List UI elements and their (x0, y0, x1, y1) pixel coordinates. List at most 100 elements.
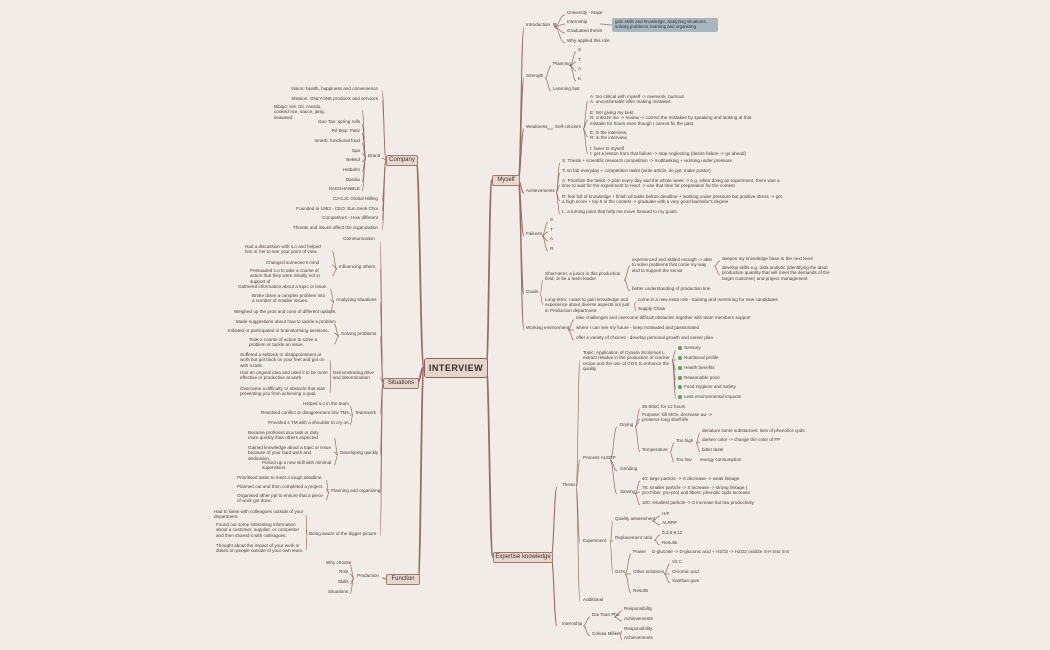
teamwork-item[interactable]: Provided s TM with a shoulder to cry on. (268, 420, 350, 425)
responsibility-item[interactable]: Responsibility (624, 606, 653, 611)
brand-item[interactable]: Gao Tae: spring rolls (317, 119, 360, 124)
brand-item[interactable]: Rẻ Đẹp: Patiz (331, 128, 360, 133)
quickly-node[interactable]: Developing quickly (340, 450, 379, 455)
branch-company[interactable]: Company (386, 155, 418, 166)
solving-node[interactable]: Solving problems (341, 331, 377, 336)
function-item[interactable]: Situations (328, 589, 349, 594)
intro-item[interactable]: Internship (567, 19, 588, 24)
achievements-node[interactable]: Achievements (526, 188, 555, 193)
achievement-item[interactable]: L: a turning point that help me move for… (562, 209, 678, 214)
quality-item[interactable]: ALRRP (662, 520, 678, 525)
intern-place[interactable]: Colusa Miliket (592, 631, 621, 636)
weakness-item[interactable]: A: too critical with myself -> overwork,… (590, 94, 684, 105)
brand-item[interactable]: Beksul (346, 157, 360, 162)
intro-node[interactable]: Introduction (526, 22, 551, 27)
influencing-node[interactable]: Influencing others (339, 264, 376, 269)
achievements-item[interactable]: Achievements (624, 635, 653, 640)
company-founded[interactable]: Founded in 1953 - CEO: Eun Seok Choi (296, 206, 378, 211)
company-vision[interactable]: Vision: health, happiness and convenienc… (290, 86, 378, 91)
teamwork-item[interactable]: Helped s.o in the team (303, 401, 349, 406)
benefit-item[interactable]: Nutritional profile (678, 355, 718, 360)
replacement-node[interactable]: Replacement ratio (615, 535, 653, 540)
working-env-node[interactable]: Working environment (526, 325, 570, 330)
analyzing-item[interactable]: Weighed up the pros and cons of differen… (234, 309, 337, 314)
temperature-node[interactable]: Temperature (642, 447, 668, 452)
star-item[interactable]: A (550, 236, 554, 241)
intern-place[interactable]: Dai Toan Phu (592, 612, 620, 617)
planning-org-node[interactable]: Planning and organizing (331, 488, 381, 493)
thesis-node[interactable]: Thesis (562, 482, 576, 487)
influencing-item[interactable]: Persuaded s.o to take a course of action… (250, 268, 320, 284)
company-competitors[interactable]: Competitors - How different (322, 215, 378, 220)
planning-node[interactable]: Planning (553, 61, 571, 66)
weakness-item[interactable]: E: Not giving my best R: criticize me ->… (590, 110, 752, 126)
achievement-item[interactable]: A: Prioritize the tasks -> plan every da… (562, 178, 780, 189)
too-high-node[interactable]: Too high (676, 438, 694, 443)
short-term-item[interactable]: experienced and skilled enough -> able t… (632, 257, 713, 273)
function-item[interactable]: Role (339, 569, 349, 574)
learning-fast-node[interactable]: Learning fast (553, 86, 580, 91)
star-item[interactable]: S (550, 217, 554, 222)
drying-node[interactable]: Drying (620, 422, 634, 427)
stak-item[interactable]: S (578, 47, 582, 52)
brand-node[interactable]: Brand (368, 153, 381, 158)
grinding-node[interactable]: Grinding (620, 466, 638, 471)
long-term-item[interactable]: come in a new extra role - training and … (638, 297, 778, 302)
sieving-node[interactable]: Sieving (620, 489, 636, 494)
planning-item[interactable]: Organised other ppl to ensure that a pie… (237, 493, 323, 504)
short-term-goal[interactable]: Short-term: a junior in this production … (545, 271, 621, 282)
env-item[interactable]: take challenges and overcome difficult o… (576, 315, 751, 320)
drive-item[interactable]: Had an original idea and used it to be m… (240, 370, 328, 381)
drying-item[interactable]: Purpose: kill MOs, decrease aw -> preser… (642, 412, 713, 423)
function-item[interactable]: Why choose (326, 560, 352, 565)
weakness-item[interactable]: I: fairer to myself I: get a lesson from… (590, 146, 747, 157)
intro-item[interactable]: Graduated thesis (567, 28, 602, 33)
intro-item[interactable]: University - Major (567, 10, 603, 15)
experiment-node[interactable]: Experiment (583, 538, 607, 543)
analyzing-item[interactable]: Broke down a complex problem into a numb… (252, 293, 326, 304)
brand-item[interactable]: Spa (351, 148, 360, 153)
weakness-item[interactable]: E: in the interview, R: in the interview… (590, 130, 628, 141)
achievement-item[interactable]: R: feel full of knowledge + finish all t… (562, 194, 782, 205)
benefit-item[interactable]: Health benefits (678, 365, 715, 370)
solving-item[interactable]: Initiated or participated in brainstormi… (228, 328, 329, 333)
benefit-item[interactable]: Food Hygiene and Safety (678, 384, 736, 389)
teamwork-item[interactable]: Resolved conflict or disagreement b/w TM… (261, 410, 351, 415)
bigger-item[interactable]: Thought about the impact of your work or… (216, 543, 304, 554)
drive-item[interactable]: Overcame a difficulty or obstacle that w… (240, 386, 325, 397)
goals-node[interactable]: Goals (526, 289, 539, 294)
other-solutions-item[interactable]: Chromic acid (672, 569, 699, 574)
power-item[interactable]: D-glucose -> D-gluconic acid + H2O2 -> H… (652, 549, 790, 554)
stak-item[interactable]: T (578, 57, 581, 62)
company-mission[interactable]: Mission: ONLYONE products and services (291, 96, 378, 101)
quickly-item[interactable]: Gained knowledge about a topic or issue … (248, 445, 331, 461)
quickly-item[interactable]: Became proficient at a task or duty more… (248, 430, 319, 441)
self-criticism-node[interactable]: Self-criticism (555, 124, 582, 129)
branch-function[interactable]: Function (386, 574, 420, 585)
internship-node[interactable]: Internship (562, 621, 583, 626)
achievements-item[interactable]: Achievements (624, 616, 653, 621)
power-node[interactable]: Power (633, 549, 647, 554)
achievement-item[interactable]: S: Thesis + scientific research competit… (562, 158, 733, 163)
intro-item[interactable]: Why applied this role (567, 38, 610, 43)
weakness-node[interactable]: Weakness (526, 124, 548, 129)
drying-item[interactable]: 35-50oC for 12 hours (642, 404, 686, 409)
branch-expertise[interactable]: Expertise knowledge (493, 552, 553, 563)
env-item[interactable]: where I can see my future - keep motivat… (576, 325, 700, 330)
short-term-subitem[interactable]: deepen my knowledge base to the next lev… (722, 256, 813, 261)
other-solutions-item[interactable]: Vit C (672, 559, 682, 564)
benefit-item[interactable]: Reasonable price (678, 375, 720, 380)
failures-node[interactable]: Failures (526, 231, 543, 236)
too-high-item[interactable]: darken color -> change the color of FP (702, 437, 781, 442)
branch-situations[interactable]: Situations (383, 378, 419, 389)
influencing-item[interactable]: Changed someone's mind (266, 260, 320, 265)
other-solutions-item[interactable]: Xanthan gum (672, 578, 700, 583)
quality-node[interactable]: Quality assessment (615, 516, 656, 521)
bigger-node[interactable]: Being aware of the bigger picture (309, 531, 377, 536)
root-node[interactable]: INTERVIEW (424, 358, 488, 378)
function-item[interactable]: Skills (338, 579, 349, 584)
thesis-topic[interactable]: Topic: Application of Cynara Scolymus L.… (583, 350, 670, 372)
responsibility-item[interactable]: Responsibility (624, 626, 653, 631)
teamwork-node[interactable]: Teamwork (355, 410, 376, 415)
brand-item[interactable]: Bibigo: kim chi, mandu, cooked rice, sau… (274, 104, 325, 120)
